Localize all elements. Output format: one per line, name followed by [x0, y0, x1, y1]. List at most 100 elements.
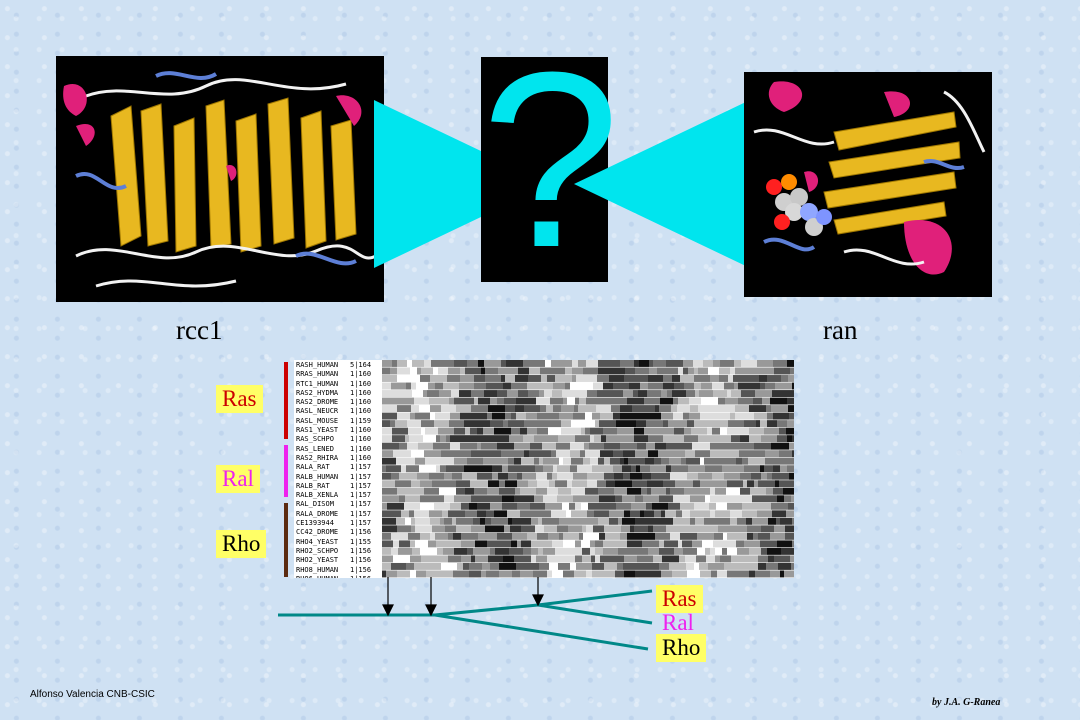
alignment-cell	[760, 382, 765, 390]
alignment-cell	[382, 360, 392, 367]
alignment-cell	[454, 427, 465, 435]
alignment-cell	[412, 360, 424, 367]
alignment-cell	[773, 465, 780, 473]
alignment-cell	[415, 457, 420, 465]
alignment-cell	[463, 562, 469, 570]
alignment-cell	[538, 547, 543, 555]
alignment-cell	[511, 427, 520, 435]
alignment-cell	[661, 457, 669, 465]
alignment-row-name: RALB_HUMAN	[296, 472, 339, 481]
alignment-cell	[702, 540, 713, 548]
alignment-cell	[682, 540, 692, 548]
alignment-cell	[661, 510, 665, 518]
alignment-cell	[436, 435, 440, 443]
alignment-cell	[736, 562, 747, 570]
alignment-cell	[567, 480, 572, 488]
alignment-cell	[420, 532, 430, 540]
alignment-cell	[488, 555, 503, 563]
alignment-cell	[688, 367, 694, 375]
alignment-cell	[433, 367, 438, 375]
alignment-cell	[499, 570, 512, 578]
alignment-cell	[382, 457, 396, 465]
alignment-cell	[653, 375, 663, 382]
alignment-cell	[726, 405, 735, 413]
alignment-cell	[790, 367, 794, 375]
alignment-cell	[684, 382, 694, 390]
alignment-cell	[587, 517, 598, 525]
alignment-cell	[784, 450, 792, 458]
alignment-cell	[511, 540, 517, 548]
alignment-cell	[717, 570, 727, 578]
alignment-cell	[503, 382, 511, 390]
alignment-cell	[502, 495, 514, 503]
alignment-cell	[421, 427, 425, 435]
alignment-cell	[550, 397, 563, 405]
alignment-cell	[547, 555, 561, 563]
alignment-cell	[530, 442, 542, 450]
alignment-cell	[523, 360, 532, 367]
alignment-cell	[571, 510, 587, 518]
alignment-cell	[722, 442, 729, 450]
alignment-cell	[615, 570, 624, 578]
alignment-cell	[397, 375, 408, 382]
alignment-cell	[465, 427, 470, 435]
alignment-cell	[452, 472, 462, 480]
alignment-cell	[492, 525, 504, 533]
alignment-cell	[610, 457, 620, 465]
alignment-cell	[535, 525, 544, 533]
alignment-cell	[505, 405, 515, 413]
alignment-cell	[460, 375, 474, 382]
alignment-cell	[562, 502, 569, 510]
alignment-cell	[517, 502, 530, 510]
alignment-cell	[672, 375, 680, 382]
alignment-cell	[492, 472, 498, 480]
alignment-cell	[412, 390, 423, 397]
alignment-cell	[592, 487, 598, 495]
alignment-cell	[561, 427, 566, 435]
alignment-cell	[715, 547, 722, 555]
alignment-cell	[715, 420, 728, 428]
alignment-cell	[792, 450, 794, 458]
alignment-cell	[673, 397, 678, 405]
alignment-cell	[432, 525, 445, 533]
alignment-cell	[563, 570, 574, 578]
alignment-cell	[604, 442, 620, 450]
alignment-cell	[659, 540, 664, 548]
alignment-cell	[648, 375, 653, 382]
alignment-cell	[687, 420, 694, 428]
alignment-row-length: 1|157	[350, 500, 372, 509]
alignment-cell	[644, 510, 654, 518]
alignment-cell	[592, 570, 597, 578]
alignment-cell	[448, 532, 453, 540]
alignment-cell	[711, 570, 717, 578]
alignment-cell	[669, 562, 686, 570]
alignment-cell	[539, 420, 551, 428]
alignment-cell	[744, 465, 760, 473]
alignment-cell	[474, 375, 485, 382]
alignment-cell	[424, 450, 441, 458]
alignment-cell	[411, 517, 415, 525]
alignment-cell	[575, 502, 581, 510]
rho-group-label: Rho	[216, 530, 267, 558]
alignment-cell	[760, 465, 764, 473]
alignment-cell	[768, 517, 776, 525]
alignment-cell	[544, 390, 552, 397]
alignment-row-length: 1|160	[350, 370, 372, 379]
alignment-cell	[471, 390, 484, 397]
alignment-cell	[497, 390, 507, 397]
alignment-cell	[662, 555, 679, 563]
alignment-cell	[635, 450, 648, 458]
alignment-cell	[563, 457, 571, 465]
alignment-cell	[450, 540, 461, 548]
alignment-cell	[767, 420, 777, 428]
alignment-cell	[749, 547, 761, 555]
alignment-cell	[759, 502, 771, 510]
alignment-cell	[654, 510, 661, 518]
alignment-cell	[663, 375, 672, 382]
alignment-cell	[638, 390, 647, 397]
alignment-cell	[779, 427, 786, 435]
alignment-row-length: 1|156	[350, 528, 372, 537]
alignment-cell	[559, 517, 576, 525]
alignment-cell	[518, 367, 524, 375]
alignment-cell	[471, 450, 488, 458]
